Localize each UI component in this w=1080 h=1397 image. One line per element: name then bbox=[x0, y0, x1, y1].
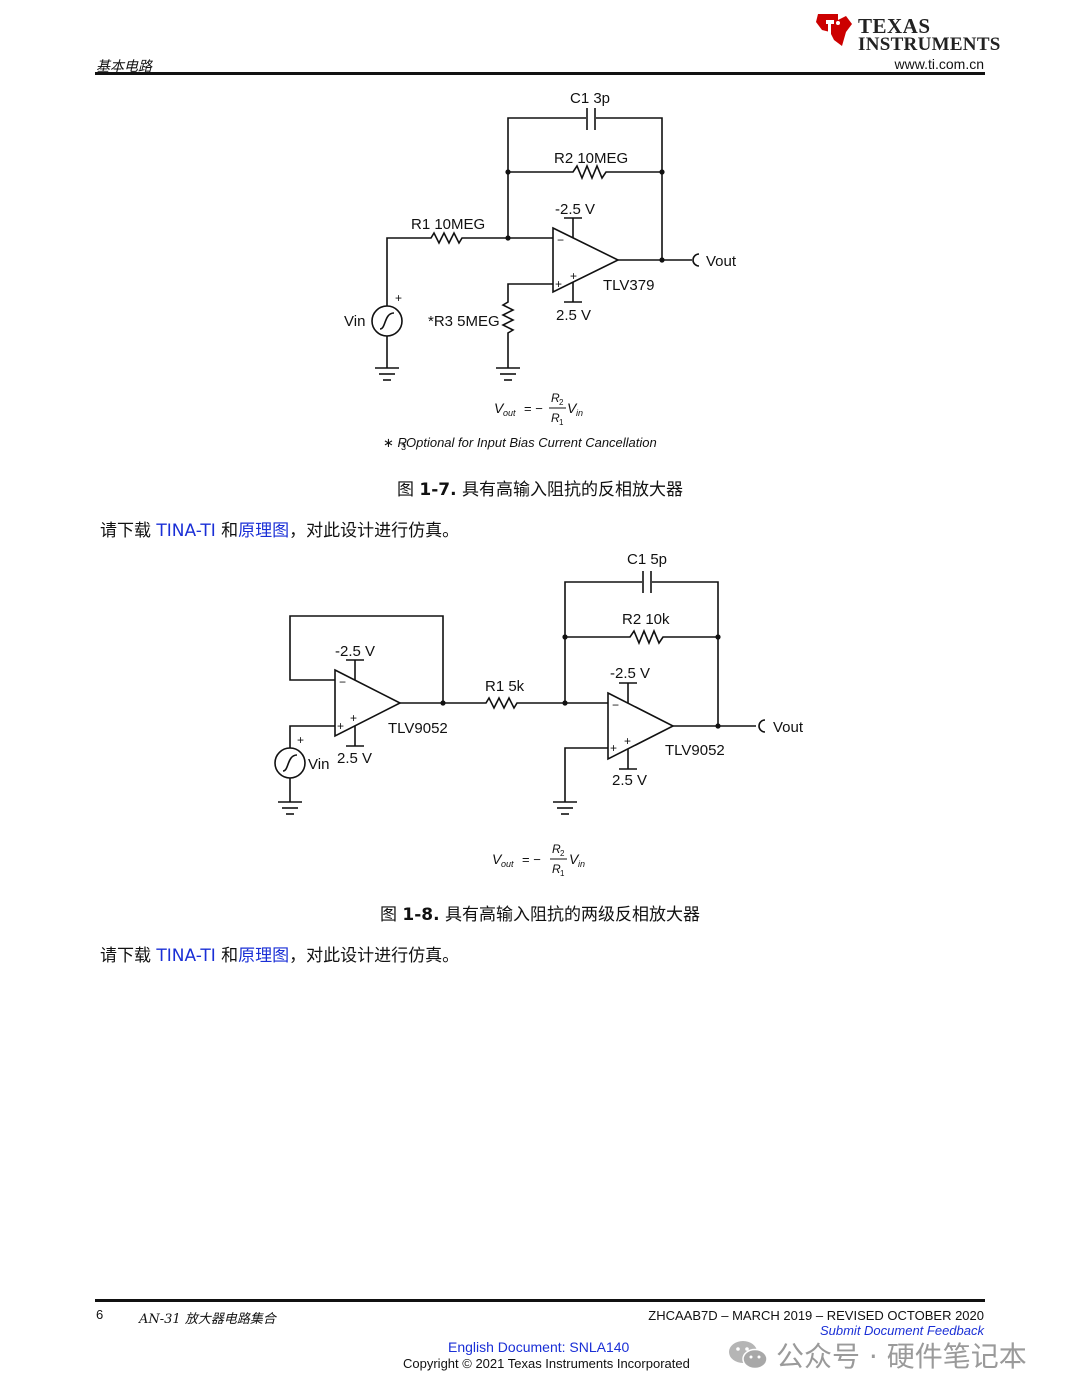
buffer-noninverting-sign: + bbox=[337, 719, 344, 733]
buffer-supply-plus-sign: + bbox=[350, 711, 357, 725]
section-title: 基本电路 bbox=[96, 59, 152, 75]
vin-plus-sign: + bbox=[395, 291, 402, 305]
svg-text:R: R bbox=[552, 842, 561, 856]
svg-text:V: V bbox=[567, 400, 578, 416]
opamp-inverting-sign: − bbox=[557, 233, 564, 247]
figure-2-schematic: C1 5p R2 10k R1 5k -2.5 V 2.5 V TLV9052 … bbox=[274, 551, 804, 878]
svg-text:= −: = − bbox=[522, 852, 541, 867]
paragraph-2: 请下载 TINA-TI 和原理图，对此设计进行仿真。 bbox=[100, 946, 460, 966]
c1-label-2: C1 5p bbox=[627, 551, 667, 568]
figure-1-note: ∗ R 3 Optional for Input Bias Current Ca… bbox=[383, 435, 657, 452]
document-title: AN-31 放大器电路集合 bbox=[139, 1312, 276, 1327]
vout-label-2: Vout bbox=[773, 719, 804, 736]
opamp-noninverting-sign: + bbox=[570, 269, 577, 283]
tina-ti-link[interactable]: TINA-TI bbox=[156, 521, 216, 541]
figure-2-caption: 图 1-8. 具有高输入阻抗的两级反相放大器 bbox=[380, 905, 700, 925]
tina-ti-link-2[interactable]: TINA-TI bbox=[156, 946, 216, 966]
vin-label-2: Vin bbox=[308, 756, 329, 773]
website-link[interactable]: www.ti.com.cn bbox=[894, 56, 984, 72]
r2-label: R2 10MEG bbox=[554, 150, 628, 167]
svg-text:R: R bbox=[552, 862, 561, 876]
negative-supply-label: -2.5 V bbox=[555, 201, 595, 218]
schematic-link[interactable]: 原理图 bbox=[238, 521, 290, 541]
svg-text:V: V bbox=[569, 851, 580, 867]
submit-feedback-link[interactable]: Submit Document Feedback bbox=[819, 1323, 984, 1338]
buffer-negative-supply-label: -2.5 V bbox=[335, 643, 375, 660]
svg-text:in: in bbox=[576, 408, 583, 418]
english-document-link[interactable]: English Document: SNLA140 bbox=[448, 1339, 630, 1355]
brand-name-line2: Instruments bbox=[858, 34, 1001, 55]
vout-label: Vout bbox=[706, 253, 737, 270]
svg-text:out: out bbox=[501, 859, 514, 869]
figure-1-schematic: C1 3p R2 10MEG R1 10MEG -2.5 V 2.5 V TLV… bbox=[344, 90, 737, 452]
svg-text:= −: = − bbox=[524, 401, 543, 416]
brand-name-line1: Texas bbox=[858, 14, 931, 38]
svg-text:1: 1 bbox=[559, 418, 564, 427]
r2-label-2: R2 10k bbox=[622, 611, 670, 628]
buffer-opamp-label: TLV9052 bbox=[388, 720, 448, 737]
paragraph-1: 请下载 TINA-TI 和原理图，对此设计进行仿真。 bbox=[100, 521, 460, 541]
figure-1-formula: V out = − R 2 R 1 V in bbox=[494, 391, 583, 427]
ti-logo-icon bbox=[816, 14, 852, 46]
footer-rule bbox=[95, 1299, 985, 1302]
svg-text:3: 3 bbox=[401, 442, 406, 452]
document-id: ZHCAAB7D – MARCH 2019 – REVISED OCTOBER … bbox=[648, 1308, 984, 1323]
vin-plus-sign-2: + bbox=[297, 733, 304, 747]
schematic-link-2[interactable]: 原理图 bbox=[238, 946, 290, 966]
stage2-opamp-label: TLV9052 bbox=[665, 742, 725, 759]
r1-label-2: R1 5k bbox=[485, 678, 525, 695]
svg-text:V: V bbox=[492, 851, 503, 867]
figure-1-caption: 图 1-7. 具有高输入阻抗的反相放大器 bbox=[397, 480, 683, 500]
watermark-text: 公众号 · 硬件笔记本 bbox=[776, 1340, 1027, 1373]
svg-text:V: V bbox=[494, 400, 505, 416]
svg-text:R: R bbox=[551, 411, 560, 425]
buffer-positive-supply-label: 2.5 V bbox=[337, 750, 372, 767]
copyright: Copyright © 2021 Texas Instruments Incor… bbox=[403, 1356, 690, 1371]
stage2-negative-supply-label: -2.5 V bbox=[610, 665, 650, 682]
svg-text:Optional for Input Bias Curren: Optional for Input Bias Current Cancella… bbox=[406, 435, 657, 450]
opamp-label: TLV379 bbox=[603, 277, 654, 294]
buffer-inverting-sign: − bbox=[339, 675, 346, 689]
stage2-supply-plus-sign: + bbox=[624, 734, 631, 748]
svg-text:1: 1 bbox=[560, 869, 565, 878]
r1-label: R1 10MEG bbox=[411, 216, 485, 233]
svg-text:∗ R: ∗ R bbox=[383, 435, 407, 450]
svg-text:2: 2 bbox=[560, 849, 565, 858]
stage2-noninverting-sign: + bbox=[610, 741, 617, 755]
wechat-icon bbox=[729, 1341, 768, 1370]
opamp-supply-plus-sign: + bbox=[555, 277, 562, 291]
vin-label: Vin bbox=[344, 313, 365, 330]
c1-label: C1 3p bbox=[570, 90, 610, 107]
positive-supply-label: 2.5 V bbox=[556, 307, 591, 324]
figure-2-formula: V out = − R 2 R 1 V in bbox=[492, 842, 585, 878]
svg-text:out: out bbox=[503, 408, 516, 418]
svg-text:2: 2 bbox=[559, 398, 564, 407]
header-rule bbox=[95, 72, 985, 75]
svg-text:R: R bbox=[551, 391, 560, 405]
r3-label: *R3 5MEG bbox=[428, 313, 500, 330]
stage2-inverting-sign: − bbox=[612, 698, 619, 712]
stage2-positive-supply-label: 2.5 V bbox=[612, 772, 647, 789]
svg-text:in: in bbox=[578, 859, 585, 869]
page-number: 6 bbox=[96, 1307, 104, 1322]
